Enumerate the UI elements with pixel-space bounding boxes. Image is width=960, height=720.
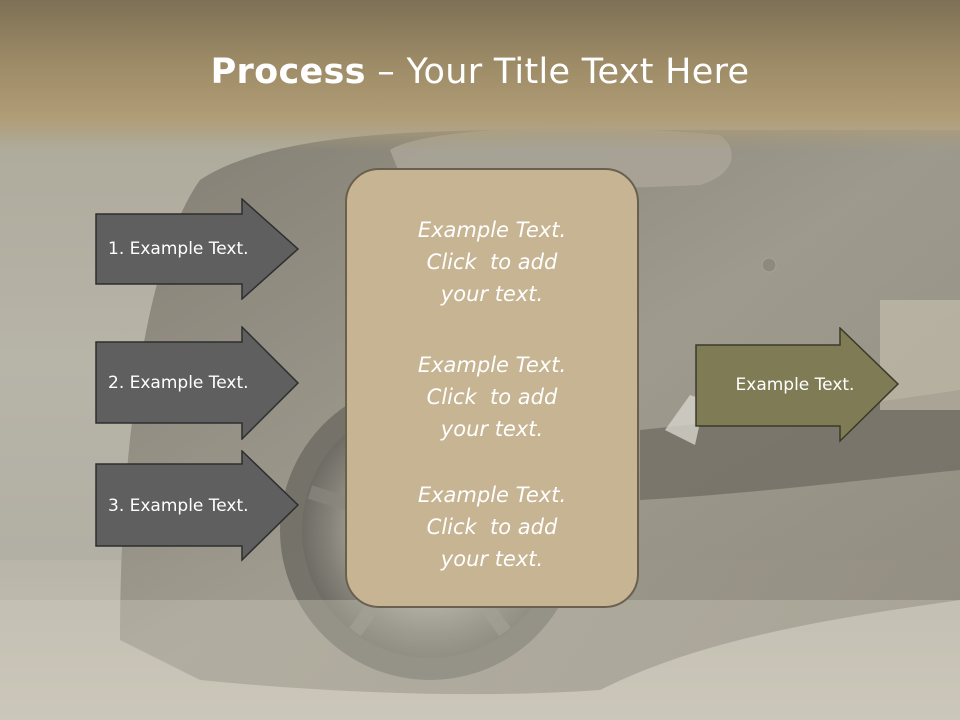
title-band <box>0 0 960 150</box>
slide-title: Process – Your Title Text Here <box>0 52 960 92</box>
center-text-block-2: Example Text. Click to add your text. <box>347 349 637 445</box>
arrow-shape <box>95 450 300 562</box>
block-line: your text. <box>440 417 544 441</box>
block-line: Example Text. <box>417 218 567 242</box>
block-line: Click to add <box>426 515 558 539</box>
block-line: your text. <box>440 547 544 571</box>
left-arrow-1[interactable]: 1. Example Text. <box>95 198 300 300</box>
arrow-shape <box>95 198 300 300</box>
block-line: your text. <box>440 282 544 306</box>
block-line: Click to add <box>426 250 558 274</box>
center-text-box[interactable]: Example Text. Click to add your text. Ex… <box>345 168 639 608</box>
title-bold-part: Process <box>210 52 366 92</box>
title-rest-part: – Your Title Text Here <box>365 52 750 92</box>
arrow-shape <box>95 326 300 440</box>
block-line: Example Text. <box>417 353 567 377</box>
left-arrow-3[interactable]: 3. Example Text. <box>95 450 300 562</box>
left-arrow-label: 2. Example Text. <box>108 373 249 393</box>
right-arrow[interactable]: Example Text. <box>695 327 900 443</box>
left-arrow-label: 3. Example Text. <box>108 496 249 516</box>
arrow-shape <box>695 327 900 443</box>
center-text-block-1: Example Text. Click to add your text. <box>347 214 637 310</box>
left-arrow-2[interactable]: 2. Example Text. <box>95 326 300 440</box>
right-arrow-label: Example Text. <box>735 375 855 395</box>
left-arrow-label: 1. Example Text. <box>108 239 249 259</box>
block-line: Click to add <box>426 385 558 409</box>
block-line: Example Text. <box>417 483 567 507</box>
center-text-block-3: Example Text. Click to add your text. <box>347 479 637 575</box>
